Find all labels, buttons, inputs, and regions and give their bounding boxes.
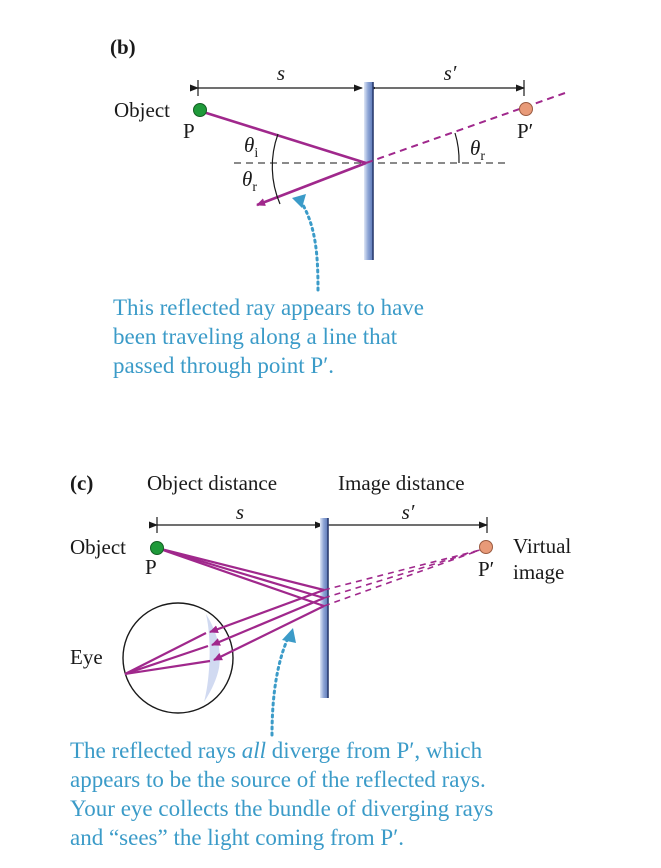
extended-ray <box>365 92 566 164</box>
point-p-label: P <box>183 119 195 143</box>
c-point-p-label: P <box>145 555 157 579</box>
caption-leader-arrowhead <box>292 194 306 208</box>
c-mirror <box>320 518 328 698</box>
caption-b-line-1: This reflected ray appears to have <box>113 295 424 320</box>
caption-c-line-4: and “sees” the light coming from P′. <box>70 825 404 850</box>
panel-c-label: (c) <box>70 471 93 495</box>
c-caption-leader-arrowhead <box>282 628 296 643</box>
c-eye-ray-3 <box>124 659 211 676</box>
c-incident-ray-1 <box>156 546 325 592</box>
image-distance-heading: Image distance <box>338 471 465 495</box>
object-distance-heading: Object distance <box>147 471 277 495</box>
eye <box>122 602 234 714</box>
object-distance-label: s <box>277 61 285 85</box>
c-virtual-ray-2 <box>323 549 481 599</box>
c-image-point <box>479 540 493 554</box>
virtual-image-label-2: image <box>513 560 564 584</box>
c-image-distance-label: s′ <box>402 500 415 524</box>
caption-b-line-2: been traveling along a line that <box>113 324 398 349</box>
caption-c-line-1: The reflected rays all diverge from P′, … <box>70 738 483 763</box>
c-object-label: Object <box>70 535 126 559</box>
angle-arc-right <box>454 132 460 164</box>
image-point <box>519 102 533 116</box>
caption-leader <box>298 198 320 292</box>
c-virtual-ray-3 <box>323 549 481 607</box>
incident-ray <box>199 109 367 165</box>
c-point-p-prime-label: P′ <box>478 557 494 581</box>
c-eye-ray-2 <box>124 644 209 676</box>
c-virtual-ray-1 <box>323 549 481 591</box>
panel-b-label: (b) <box>110 35 136 59</box>
point-p-prime-label: P′ <box>517 119 533 143</box>
object-point <box>193 103 207 117</box>
c-reflected-ray-1 <box>209 588 325 634</box>
mirror <box>364 82 373 260</box>
c-reflected-ray-3 <box>213 605 325 661</box>
caption-c-line-2: appears to be the source of the reflecte… <box>70 767 486 792</box>
c-reflected-ray-2 <box>211 596 325 647</box>
c-incident-ray-3 <box>156 546 325 608</box>
reflected-ray <box>256 161 367 207</box>
theta-i-label: θi <box>244 133 258 161</box>
theta-r-label: θr <box>242 167 257 195</box>
angle-arc-left <box>271 133 281 205</box>
panel-b: (b) s s′ θi θr θr Object P P′ <box>110 35 566 378</box>
c-object-distance-label: s <box>236 500 244 524</box>
c-caption-leader <box>270 636 290 737</box>
image-distance-label: s′ <box>444 61 457 85</box>
theta-r-image-label: θr <box>470 136 485 164</box>
eye-lens <box>204 614 220 702</box>
caption-c-line-3: Your eye collects the bundle of divergin… <box>70 796 493 821</box>
panel-c: (c) Object distance Image distance s s′ <box>70 471 571 850</box>
c-incident-ray-2 <box>156 546 325 600</box>
c-eye-ray-1 <box>124 632 207 675</box>
object-label: Object <box>114 98 170 122</box>
eye-label: Eye <box>70 645 103 669</box>
c-object-point <box>150 541 164 555</box>
virtual-image-label-1: Virtual <box>513 534 571 558</box>
caption-b-line-3: passed through point P′. <box>113 353 334 378</box>
